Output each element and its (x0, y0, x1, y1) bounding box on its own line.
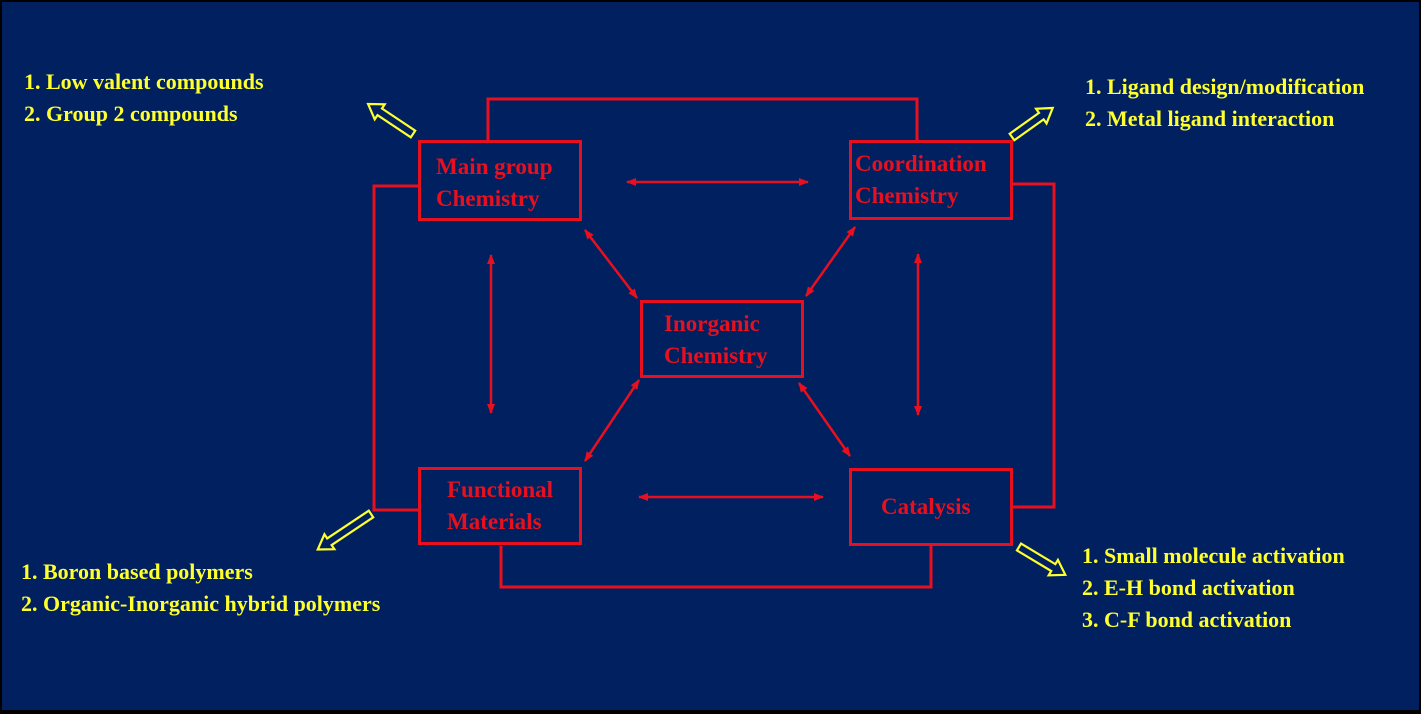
node-label-line-1: Main group (436, 154, 553, 179)
node-inorganic-chemistry: Inorganic Chemistry (640, 300, 804, 378)
connector-coordination-to-catalysis (1012, 182, 1056, 509)
outward-arrow-main-group (366, 102, 417, 139)
node-main-group-chemistry: Main group Chemistry (418, 140, 582, 221)
note-main-group: 1. Low valent compounds 2. Group 2 compo… (24, 66, 264, 130)
note-coordination: 1. Ligand design/modification 2. Metal l… (1085, 71, 1364, 135)
connector-main-to-functional (372, 184, 420, 512)
note-item: 1. Ligand design/modification (1085, 74, 1365, 99)
note-item: 2. Metal ligand interaction (1085, 106, 1335, 131)
arrow-catalysis-inorganic (797, 382, 852, 457)
note-item: 1. Boron based polymers (21, 559, 253, 584)
node-label-line-1: Catalysis (881, 494, 971, 519)
node-label-line-2: Chemistry (664, 343, 768, 368)
note-item: 1. Small molecule activation (1082, 543, 1345, 568)
node-label-line-2: Chemistry (855, 183, 959, 208)
node-functional-materials: Functional Materials (418, 467, 582, 545)
note-item: 2. Organic-Inorganic hybrid polymers (21, 591, 381, 616)
note-item: 2. E-H bond activation (1082, 575, 1295, 600)
node-label-line-2: Materials (447, 509, 542, 534)
outward-arrow-catalysis (1015, 542, 1068, 577)
outward-arrow-coordination (1008, 106, 1055, 142)
note-functional: 1. Boron based polymers 2. Organic-Inorg… (21, 556, 380, 620)
connector-functional-to-catalysis (499, 546, 933, 589)
arrow-main-inorganic (584, 229, 638, 299)
node-label-line-2: Chemistry (436, 186, 540, 211)
node-label-line-1: Functional (447, 477, 554, 502)
note-catalysis: 1. Small molecule activation 2. E-H bond… (1082, 540, 1345, 636)
outward-arrow-functional (316, 509, 375, 551)
note-item: 3. C-F bond activation (1082, 607, 1292, 632)
arrow-functional-inorganic (583, 379, 641, 462)
note-item: 2. Group 2 compounds (24, 101, 238, 126)
note-item: 1. Low valent compounds (24, 69, 264, 94)
connector-main-to-coordination (486, 97, 919, 140)
node-coordination-chemistry: Coordination Chemistry (849, 140, 1013, 220)
node-catalysis: Catalysis (849, 468, 1013, 546)
node-label-line-1: Inorganic (664, 311, 760, 336)
node-label-line-1: Coordination (855, 151, 987, 176)
arrow-coordination-inorganic (804, 226, 857, 297)
